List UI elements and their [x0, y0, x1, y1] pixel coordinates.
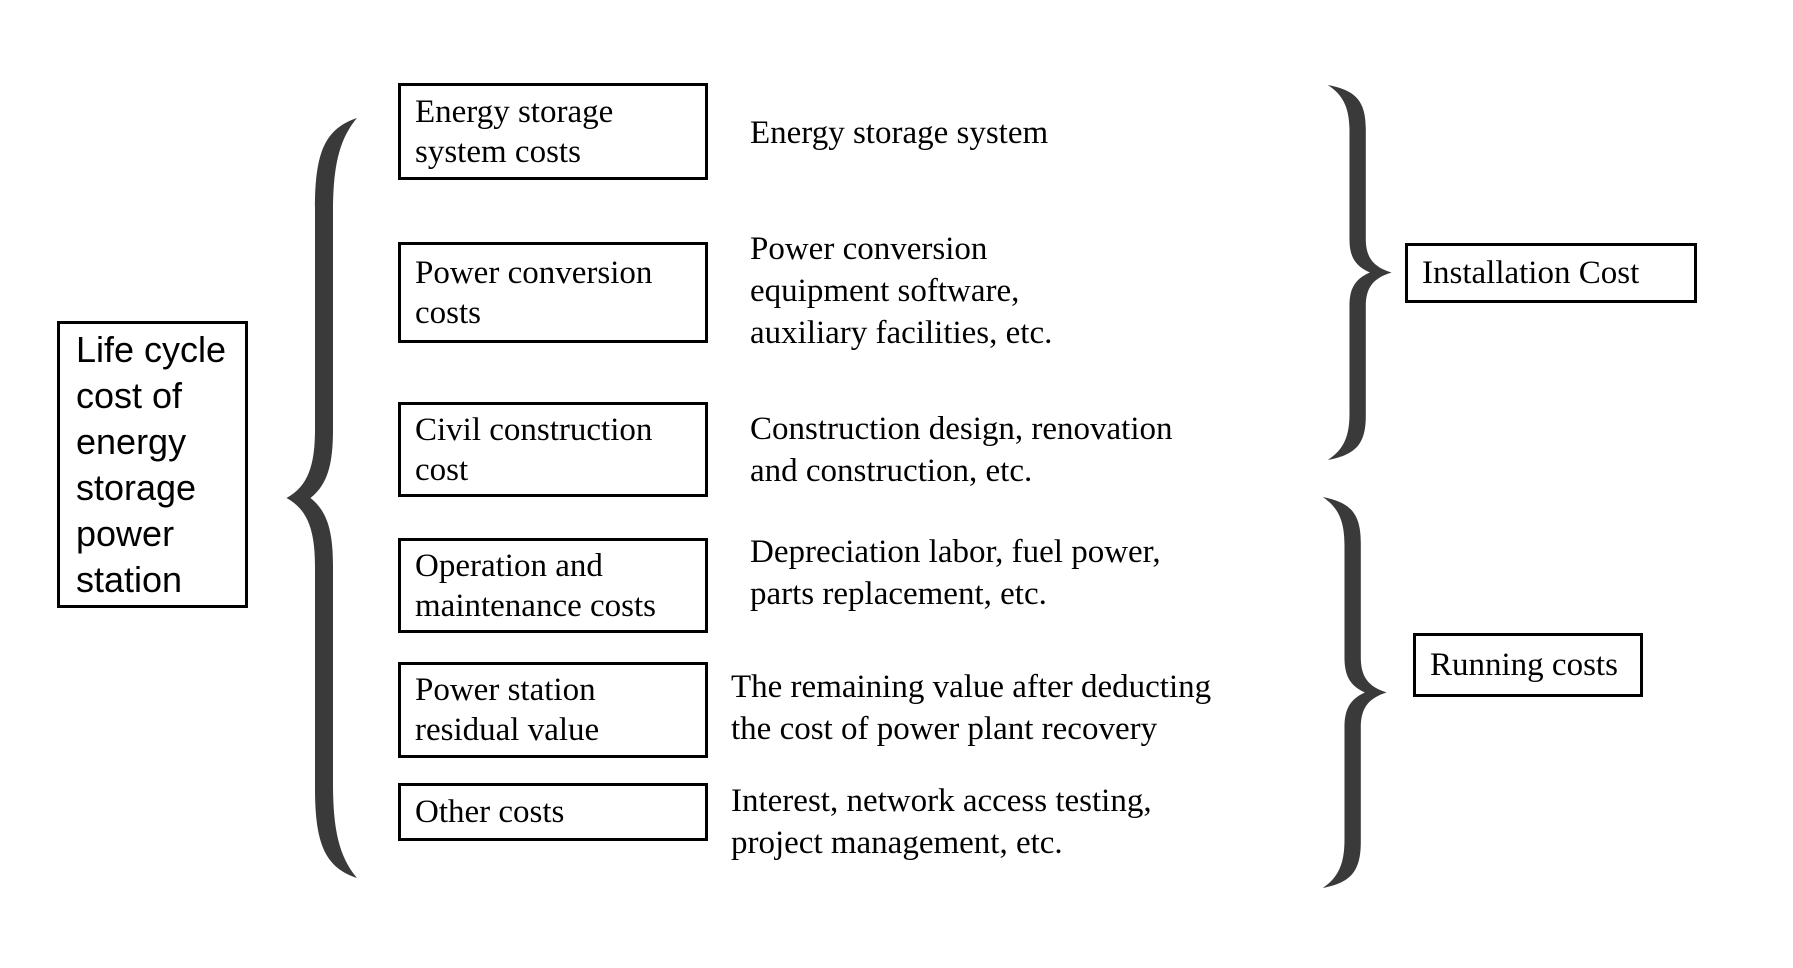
root-title: Life cycle cost of energy storage power …: [76, 328, 227, 600]
running-costs-curly-brace-icon: [1320, 497, 1388, 888]
root-box: Life cycle cost of energy storage power …: [57, 321, 248, 608]
cost-item-label: Operation and maintenance costs: [415, 547, 656, 624]
left-curly-brace-icon: [285, 118, 360, 878]
group-label: Installation Cost: [1422, 254, 1640, 291]
cost-item-description: Interest, network access testing, projec…: [731, 783, 1152, 861]
cost-item-description: Depreciation labor, fuel power, parts re…: [750, 534, 1161, 612]
cost-item-label: Energy storage system costs: [415, 93, 614, 170]
cost-item-box-operation-maintenance: Operation and maintenance costs: [398, 538, 708, 633]
cost-item-box-residual-value: Power station residual value: [398, 662, 708, 758]
cost-item-box-power-conversion: Power conversion costs: [398, 242, 708, 343]
cost-item-label: Civil construction cost: [415, 411, 653, 488]
group-label: Running costs: [1430, 646, 1618, 683]
cost-item-label: Power conversion costs: [415, 254, 653, 331]
group-box-running-costs: Running costs: [1413, 633, 1643, 697]
cost-item-box-civil-construction: Civil construction cost: [398, 402, 708, 497]
cost-item-label: Other costs: [415, 794, 565, 830]
cost-item-box-other-costs: Other costs: [398, 783, 708, 841]
installation-cost-curly-brace-icon: [1325, 85, 1393, 460]
cost-item-description: The remaining value after deducting the …: [731, 669, 1212, 747]
group-box-installation-cost: Installation Cost: [1405, 243, 1697, 303]
cost-item-box-energy-storage: Energy storage system costs: [398, 83, 708, 180]
cost-item-label: Power station residual value: [415, 672, 600, 748]
cost-item-description: Energy storage system: [750, 115, 1049, 151]
cost-item-description: Construction design, renovation and cons…: [750, 411, 1173, 489]
cost-item-description: Power conversion equipment software, aux…: [750, 231, 1053, 351]
